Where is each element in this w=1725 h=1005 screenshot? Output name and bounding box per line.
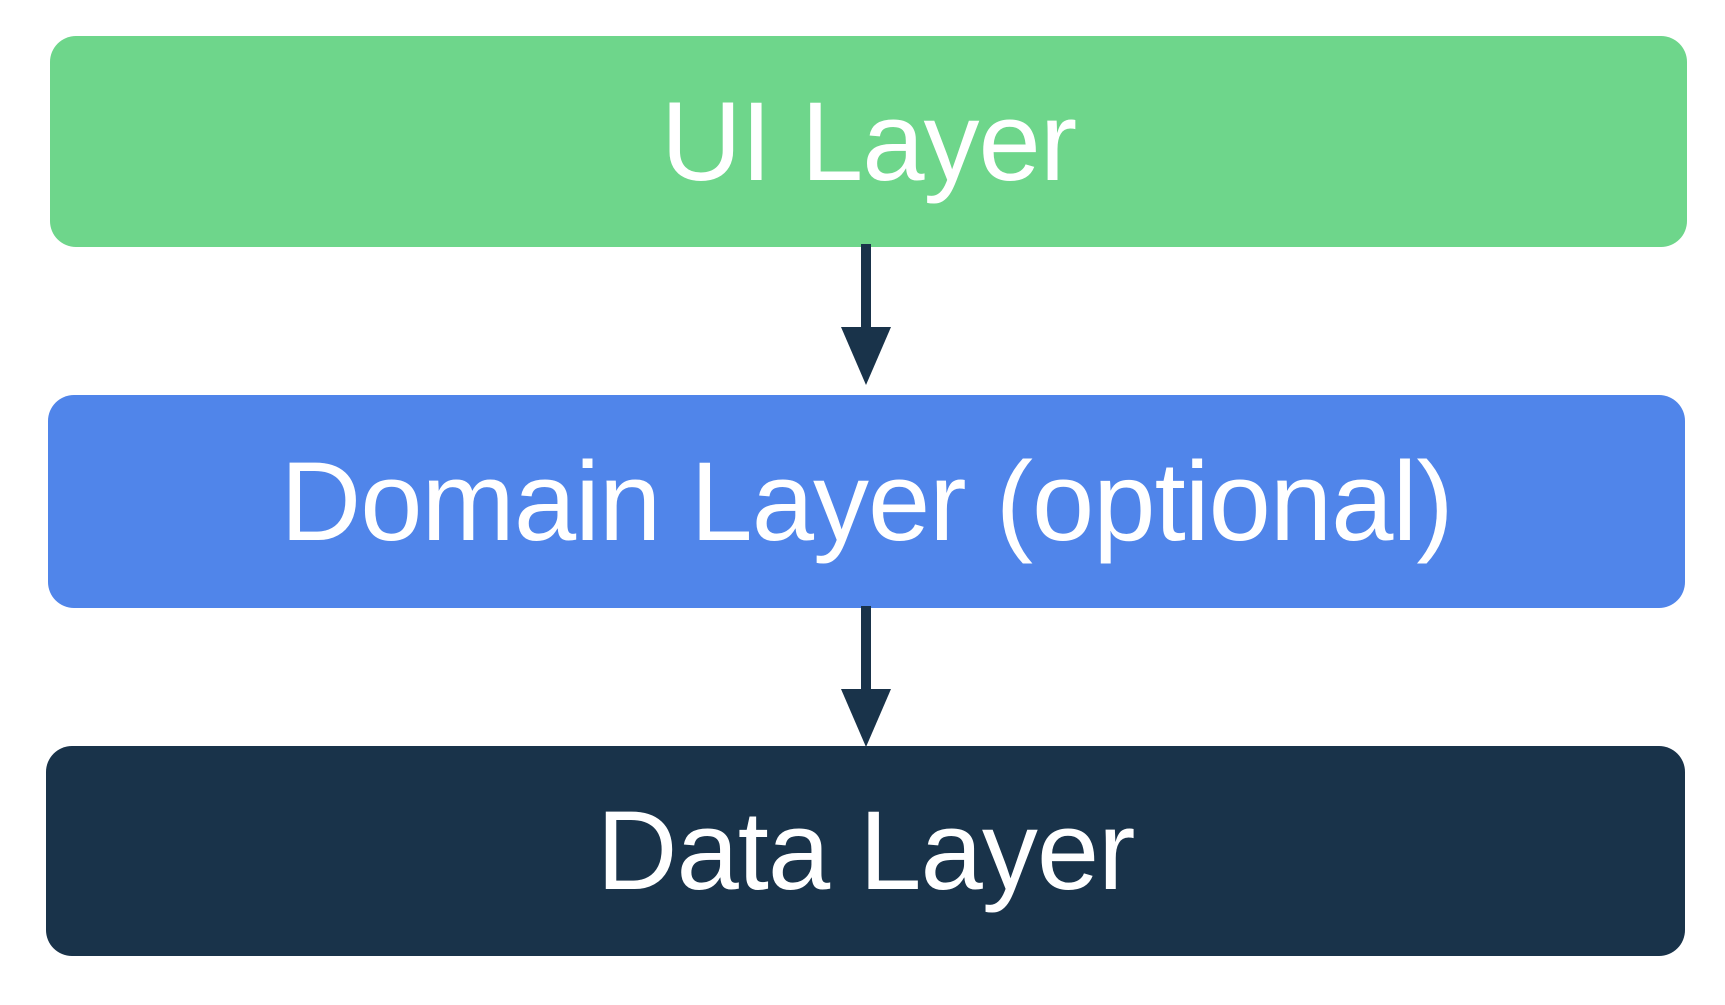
arrow-head-ui-to-domain [841,327,891,385]
arrow-shaft-ui-to-domain [861,244,871,330]
layer-label-data: Data Layer [596,788,1136,913]
arrow-head-domain-to-data [841,689,891,747]
layer-box-ui[interactable]: UI Layer [50,36,1687,247]
arrow-shaft-domain-to-data [861,606,871,692]
arrow-ui-to-domain-group [841,244,891,385]
layer-label-ui: UI Layer [660,78,1077,204]
arrow-domain-to-data-group [841,606,891,747]
layer-box-domain[interactable]: Domain Layer (optional) [48,395,1685,608]
layer-label-domain: Domain Layer (optional) [280,438,1453,564]
layer-box-data[interactable]: Data Layer [46,746,1685,956]
